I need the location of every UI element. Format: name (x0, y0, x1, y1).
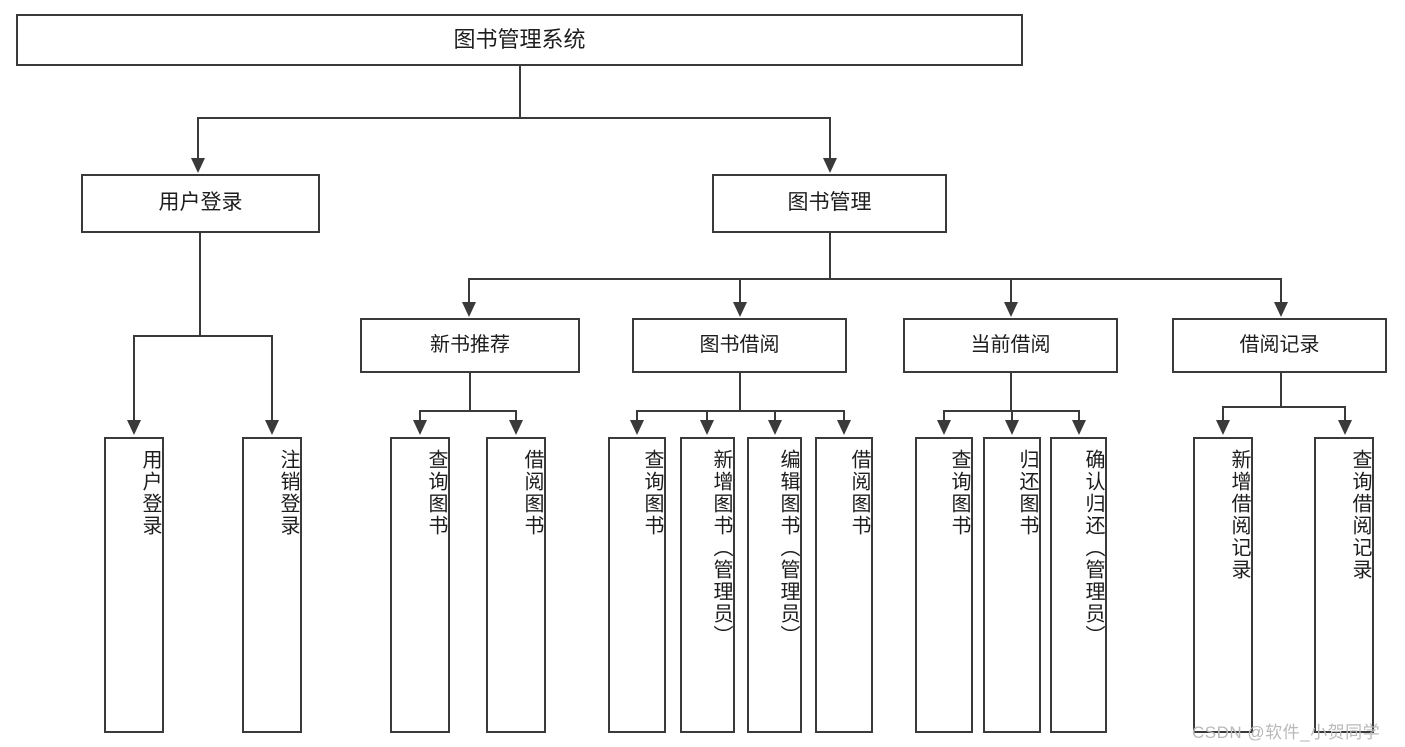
leaf-query-books-borrow[interactable]: 查询图书 (608, 437, 666, 733)
arrowhead-records-to-leaf-2 (1338, 420, 1352, 435)
connector-current-to-leaf-3 (1078, 410, 1080, 422)
node-label: 用户登录 (158, 191, 243, 215)
leaf-add-book-admin[interactable]: 新增图书（管理员） (680, 437, 735, 733)
node-label: 新增图书（管理员） (710, 449, 732, 647)
connector-root-to-user-login (197, 117, 199, 159)
arrowhead-current-to-leaf-1 (937, 420, 951, 435)
node-label: 确认归还（管理员） (1082, 449, 1104, 647)
leaf-return-books[interactable]: 归还图书 (983, 437, 1041, 733)
connector-records-bus (1222, 406, 1344, 408)
connector-book-mgmt-bus (468, 278, 1280, 280)
connector-current-stem (1010, 373, 1012, 410)
connector-root-bus (197, 117, 829, 119)
node-borrow-records[interactable]: 借阅记录 (1172, 318, 1387, 373)
node-label: 查询借阅记录 (1349, 449, 1371, 581)
arrowhead-book-mgmt-to-borrow (733, 302, 747, 317)
node-book-borrow[interactable]: 图书借阅 (632, 318, 847, 373)
node-label: 查询图书 (425, 449, 447, 537)
connector-records-to-leaf-2 (1344, 406, 1346, 422)
node-label: 当前借阅 (970, 334, 1051, 356)
connector-borrow-to-leaf-3 (774, 410, 776, 422)
connector-borrow-to-leaf-2 (706, 410, 708, 422)
connector-borrow-to-leaf-4 (843, 410, 845, 422)
connector-book-mgmt-stem (829, 233, 831, 278)
connector-current-to-leaf-2 (1011, 410, 1013, 422)
connector-book-mgmt-to-records (1280, 278, 1282, 303)
node-label: 借阅图书 (521, 449, 543, 537)
node-label: 借阅记录 (1239, 334, 1320, 356)
node-label: 新书推荐 (430, 334, 510, 356)
arrowhead-current-to-leaf-2 (1005, 420, 1019, 435)
leaf-borrow-books[interactable]: 借阅图书 (815, 437, 873, 733)
leaf-logout[interactable]: 注销登录 (242, 437, 302, 733)
connector-user-login-stem (199, 233, 201, 335)
node-label: 归还图书 (1016, 449, 1038, 537)
arrowhead-new-books-to-leaf-1 (413, 420, 427, 435)
node-label: 图书管理 (787, 191, 872, 215)
connector-root-to-book-mgmt (829, 117, 831, 159)
arrowhead-root-to-book-mgmt (823, 158, 837, 173)
arrowhead-book-mgmt-to-records (1274, 302, 1288, 317)
node-current-borrow[interactable]: 当前借阅 (903, 318, 1118, 373)
node-label: 用户登录 (139, 449, 161, 537)
node-label: 借阅图书 (848, 449, 870, 537)
arrowhead-borrow-to-leaf-2 (700, 420, 714, 435)
connector-borrow-to-leaf-1 (636, 410, 638, 422)
node-new-book-recommend[interactable]: 新书推荐 (360, 318, 580, 373)
connector-root-stem (519, 66, 521, 117)
arrowhead-current-to-leaf-3 (1072, 420, 1086, 435)
arrowhead-records-to-leaf-1 (1216, 420, 1230, 435)
leaf-query-books-current[interactable]: 查询图书 (915, 437, 973, 733)
connector-borrow-bus (636, 410, 844, 412)
connector-user-login-to-leaf-1 (133, 335, 135, 421)
arrowhead-new-books-to-leaf-2 (509, 420, 523, 435)
arrowhead-user-login-to-leaf-1 (127, 420, 141, 435)
node-user-login[interactable]: 用户登录 (81, 174, 320, 233)
node-root-library-system[interactable]: 图书管理系统 (16, 14, 1023, 66)
arrowhead-user-login-to-leaf-2 (265, 420, 279, 435)
connector-records-to-leaf-1 (1222, 406, 1224, 422)
connector-new-books-stem (469, 373, 471, 410)
node-label: 编辑图书（管理员） (777, 449, 799, 647)
leaf-query-borrow-record[interactable]: 查询借阅记录 (1314, 437, 1374, 733)
node-label: 注销登录 (277, 449, 299, 537)
arrowhead-borrow-to-leaf-1 (630, 420, 644, 435)
csdn-watermark: CSDN @软件_小贺同学 (1192, 723, 1381, 742)
node-book-management[interactable]: 图书管理 (712, 174, 947, 233)
leaf-add-borrow-record[interactable]: 新增借阅记录 (1193, 437, 1253, 733)
node-label: 新增借阅记录 (1228, 449, 1250, 581)
arrowhead-root-to-user-login (191, 158, 205, 173)
arrowhead-borrow-to-leaf-4 (837, 420, 851, 435)
connector-user-login-bus (133, 335, 272, 337)
arrowhead-book-mgmt-to-current (1004, 302, 1018, 317)
node-label: 图书管理系统 (453, 27, 586, 53)
node-label: 查询图书 (641, 449, 663, 537)
leaf-confirm-return-admin[interactable]: 确认归还（管理员） (1050, 437, 1107, 733)
arrowhead-book-mgmt-to-new-books (462, 302, 476, 317)
connector-book-mgmt-to-borrow (739, 278, 741, 303)
connector-new-books-to-leaf-1 (419, 410, 421, 422)
connector-borrow-stem (739, 373, 741, 410)
node-label: 查询图书 (948, 449, 970, 537)
leaf-query-books-recommend[interactable]: 查询图书 (390, 437, 450, 733)
connector-book-mgmt-to-current (1010, 278, 1012, 303)
connector-new-books-bus (419, 410, 516, 412)
connector-current-to-leaf-1 (943, 410, 945, 422)
node-label: 图书借阅 (699, 334, 780, 356)
connector-records-stem (1280, 373, 1282, 406)
connector-new-books-to-leaf-2 (515, 410, 517, 422)
leaf-borrow-books-recommend[interactable]: 借阅图书 (486, 437, 546, 733)
connector-user-login-to-leaf-2 (271, 335, 273, 421)
connector-book-mgmt-to-new-books (468, 278, 470, 303)
leaf-edit-book-admin[interactable]: 编辑图书（管理员） (747, 437, 802, 733)
leaf-user-login[interactable]: 用户登录 (104, 437, 164, 733)
arrowhead-borrow-to-leaf-3 (768, 420, 782, 435)
